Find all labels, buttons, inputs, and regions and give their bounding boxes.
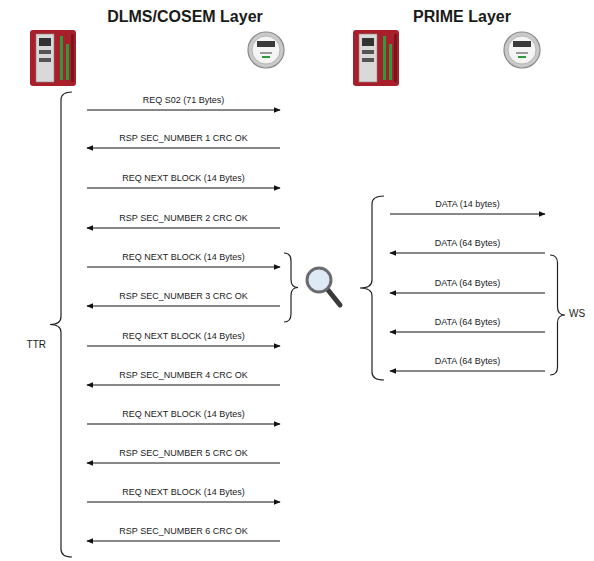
message-arrow <box>390 371 545 372</box>
message-label: REQ NEXT BLOCK (14 Bytes) <box>122 252 244 262</box>
message-arrow <box>87 267 280 268</box>
message-label: DATA (64 Bytes) <box>435 356 501 366</box>
message-label: DATA (64 Bytes) <box>435 317 501 327</box>
message-arrow <box>87 148 280 149</box>
message-arrow <box>390 253 545 254</box>
bracket <box>50 92 72 557</box>
message-label: RSP SEC_NUMBER 1 CRC OK <box>119 133 247 143</box>
message-label: RSP SEC_NUMBER 6 CRC OK <box>119 526 247 536</box>
message-arrow <box>87 385 280 386</box>
interval-label: WS <box>569 308 585 320</box>
message-arrow <box>87 346 280 347</box>
message-arrow <box>390 214 545 215</box>
message-label: REQ NEXT BLOCK (14 Bytes) <box>122 487 244 497</box>
message-arrow <box>87 502 280 503</box>
meter-icon <box>504 32 540 68</box>
message-arrow <box>87 188 280 189</box>
message-label: REQ NEXT BLOCK (14 Bytes) <box>122 173 244 183</box>
message-label: REQ NEXT BLOCK (14 Bytes) <box>122 331 244 341</box>
layer-title: DLMS/COSEM Layer <box>107 8 263 26</box>
message-label: REQ S02 (71 Bytes) <box>143 95 225 105</box>
message-arrow <box>390 293 545 294</box>
interval-label: TTR <box>27 339 46 351</box>
message-label: RSP SEC_NUMBER 2 CRC OK <box>119 213 247 223</box>
layer-title: PRIME Layer <box>413 8 511 26</box>
message-arrow <box>87 306 280 307</box>
message-label: REQ NEXT BLOCK (14 Bytes) <box>122 409 244 419</box>
message-label: DATA (64 Bytes) <box>435 278 501 288</box>
message-label: RSP SEC_NUMBER 3 CRC OK <box>119 291 247 301</box>
message-label: RSP SEC_NUMBER 5 CRC OK <box>119 448 247 458</box>
message-arrow <box>390 332 545 333</box>
message-arrow <box>87 228 280 229</box>
message-arrow <box>87 110 280 111</box>
message-label: DATA (14 bytes) <box>435 199 500 209</box>
bracket <box>550 255 565 375</box>
bracket <box>284 253 298 322</box>
message-arrow <box>87 463 280 464</box>
bracket <box>360 196 384 380</box>
meter-icon <box>248 32 284 68</box>
concentrator-icon <box>30 30 76 86</box>
concentrator-icon <box>353 30 399 86</box>
message-label: DATA (64 Bytes) <box>435 238 501 248</box>
magnifier-icon <box>307 268 340 305</box>
message-arrow <box>87 541 280 542</box>
message-label: RSP SEC_NUMBER 4 CRC OK <box>119 370 247 380</box>
message-arrow <box>87 424 280 425</box>
